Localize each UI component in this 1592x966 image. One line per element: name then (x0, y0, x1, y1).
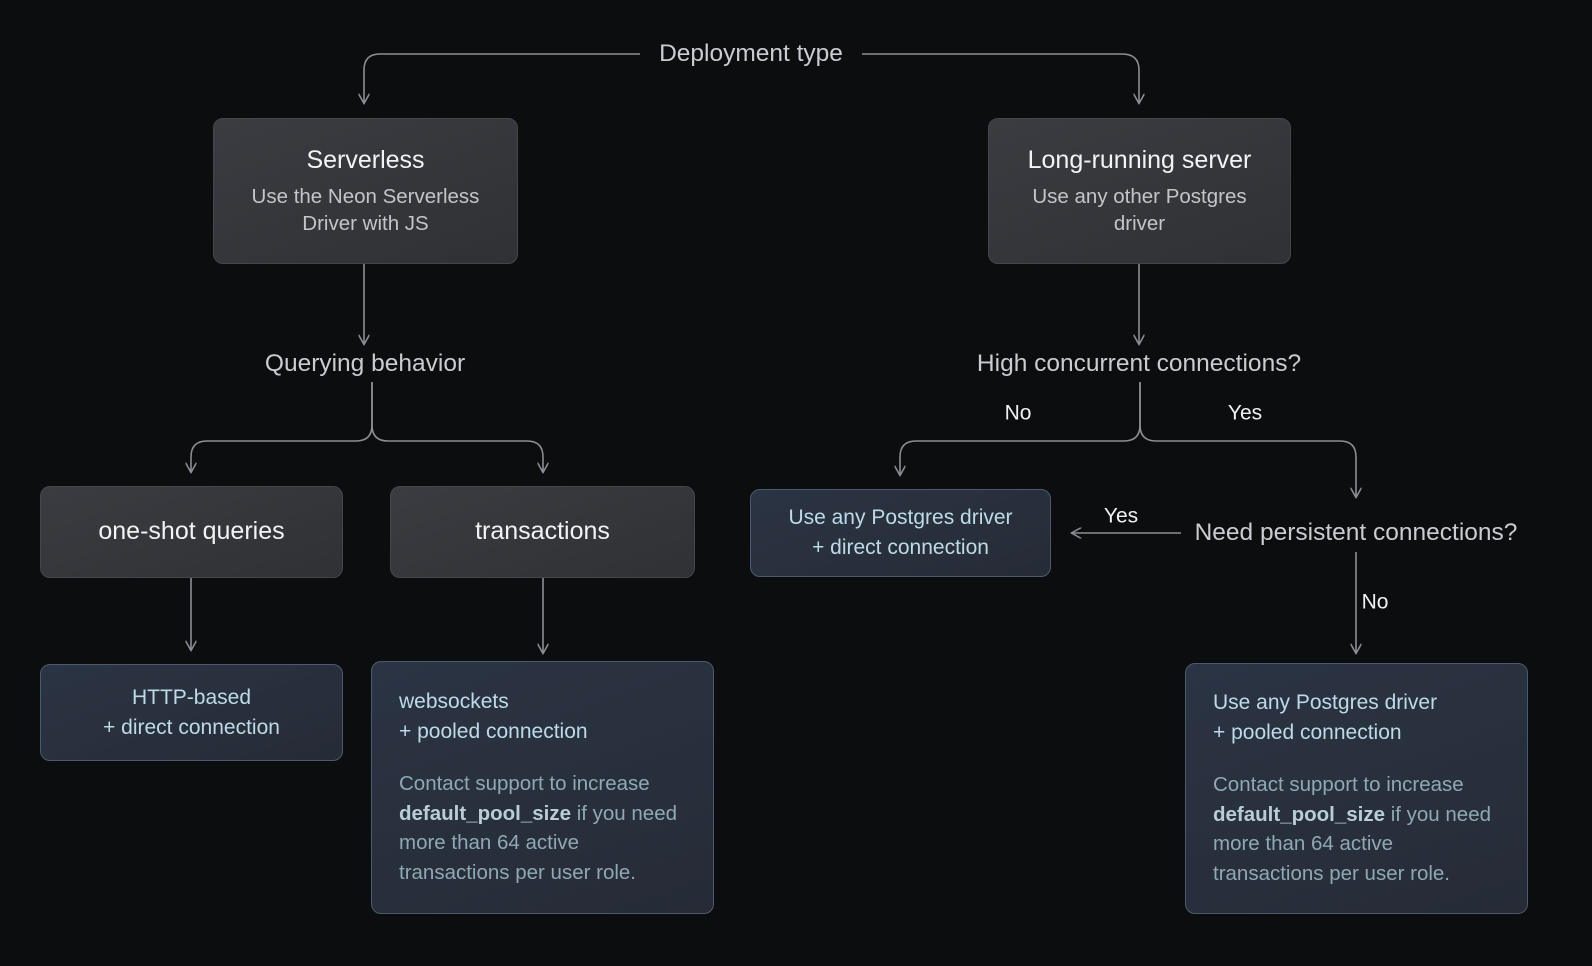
root-label-deployment-type: Deployment type (645, 41, 857, 67)
note-text-after: if you need more than 64 active transact… (399, 801, 678, 885)
node-websockets-pooled-connection-title: websockets + pooled connection (399, 690, 588, 744)
decision-high-concurrent-connections: High concurrent connections? (976, 349, 1302, 377)
node-one-shot-queries-title: one-shot queries (98, 517, 285, 546)
note-code-default-pool-size: default_pool_size (1213, 802, 1386, 826)
note-code-default-pool-size: default_pool_size (399, 801, 572, 825)
note-text-before: Contact support to increase (1213, 772, 1464, 796)
edge-label-yes-persistent: Yes (1103, 504, 1139, 528)
node-one-shot-queries[interactable]: one-shot queries (40, 486, 343, 578)
node-driver-direct-connection-title: Use any Postgres driver + direct connect… (788, 506, 1013, 559)
node-transactions[interactable]: transactions (390, 486, 695, 578)
node-transactions-title: transactions (475, 517, 610, 546)
wire-concurrency-no (900, 382, 1141, 475)
node-driver-pooled-connection[interactable]: Use any Postgres driver + pooled connect… (1185, 663, 1528, 914)
node-serverless[interactable]: Serverless Use the Neon Serverless Drive… (213, 118, 518, 264)
node-long-running-server-subtitle: Use any other Postgres driver (1032, 184, 1247, 235)
node-http-direct-connection-title: HTTP-based + direct connection (103, 685, 280, 739)
wire-querying-to-transactions (371, 382, 543, 472)
node-driver-pooled-connection-title: Use any Postgres driver + pooled connect… (1213, 691, 1438, 745)
wire-root-to-serverless (364, 53, 640, 103)
node-websockets-pooled-connection[interactable]: websockets + pooled connection Contact s… (371, 661, 714, 914)
node-long-running-server[interactable]: Long-running server Use any other Postgr… (988, 118, 1291, 264)
node-serverless-title: Serverless (306, 146, 425, 175)
decision-querying-behavior: Querying behavior (264, 349, 466, 377)
wire-querying-to-oneshot (191, 382, 373, 472)
edge-label-no-persistent: No (1361, 590, 1389, 614)
note-text-after: if you need more than 64 active transact… (1213, 802, 1492, 886)
edge-label-no-concurrency: No (1004, 401, 1032, 425)
wire-root-to-long-running (862, 53, 1139, 103)
node-driver-direct-connection[interactable]: Use any Postgres driver + direct connect… (750, 489, 1051, 577)
node-driver-pooled-connection-note: Contact support to increase default_pool… (1213, 770, 1500, 889)
note-text-before: Contact support to increase (399, 771, 650, 795)
decision-need-persistent-connections: Need persistent connections? (1194, 518, 1518, 546)
wire-concurrency-yes (1139, 382, 1356, 497)
node-serverless-subtitle: Use the Neon Serverless Driver with JS (251, 184, 480, 235)
edge-label-yes-concurrency: Yes (1227, 401, 1263, 425)
node-websockets-pooled-connection-note: Contact support to increase default_pool… (399, 769, 686, 888)
node-long-running-server-title: Long-running server (1027, 146, 1252, 175)
node-http-direct-connection[interactable]: HTTP-based + direct connection (40, 664, 343, 761)
